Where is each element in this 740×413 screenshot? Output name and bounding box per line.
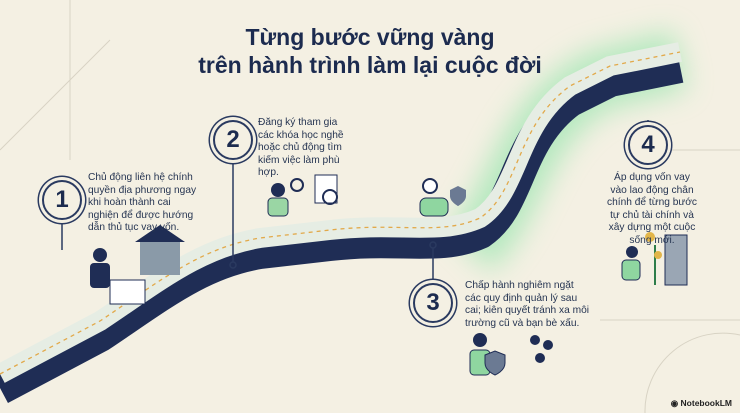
illustration-step2 <box>267 174 338 217</box>
illustration-step4 <box>621 232 688 286</box>
illustration-step3-top <box>419 178 466 217</box>
title-line-1: Từng bước vững vàng <box>245 24 495 50</box>
logo-text: NotebookLM <box>680 398 732 408</box>
step-3-number: 3 <box>413 283 453 323</box>
step-2-text: Đăng ký tham gia các khóa học nghề hoặc … <box>258 117 344 179</box>
title-line-2: trên hành trình làm lại cuộc đời <box>198 52 542 78</box>
illustration-step3-bottom <box>469 333 553 376</box>
step-1-text: Chủ động liên hệ chính quyền địa phương … <box>88 172 197 234</box>
step-4-number: 4 <box>628 125 668 165</box>
step-3-text: Chấp hành nghiêm ngặt các quy định quản … <box>465 280 590 329</box>
notebooklm-logo: ◉ NotebookLM <box>670 398 732 408</box>
illustration-step1 <box>90 225 185 305</box>
connector-lines <box>61 120 649 283</box>
step-4-text: Áp dụng vốn vay vào lao động chân chính … <box>607 172 697 246</box>
step-2-number: 2 <box>213 120 253 160</box>
step-1-number: 1 <box>42 180 82 220</box>
